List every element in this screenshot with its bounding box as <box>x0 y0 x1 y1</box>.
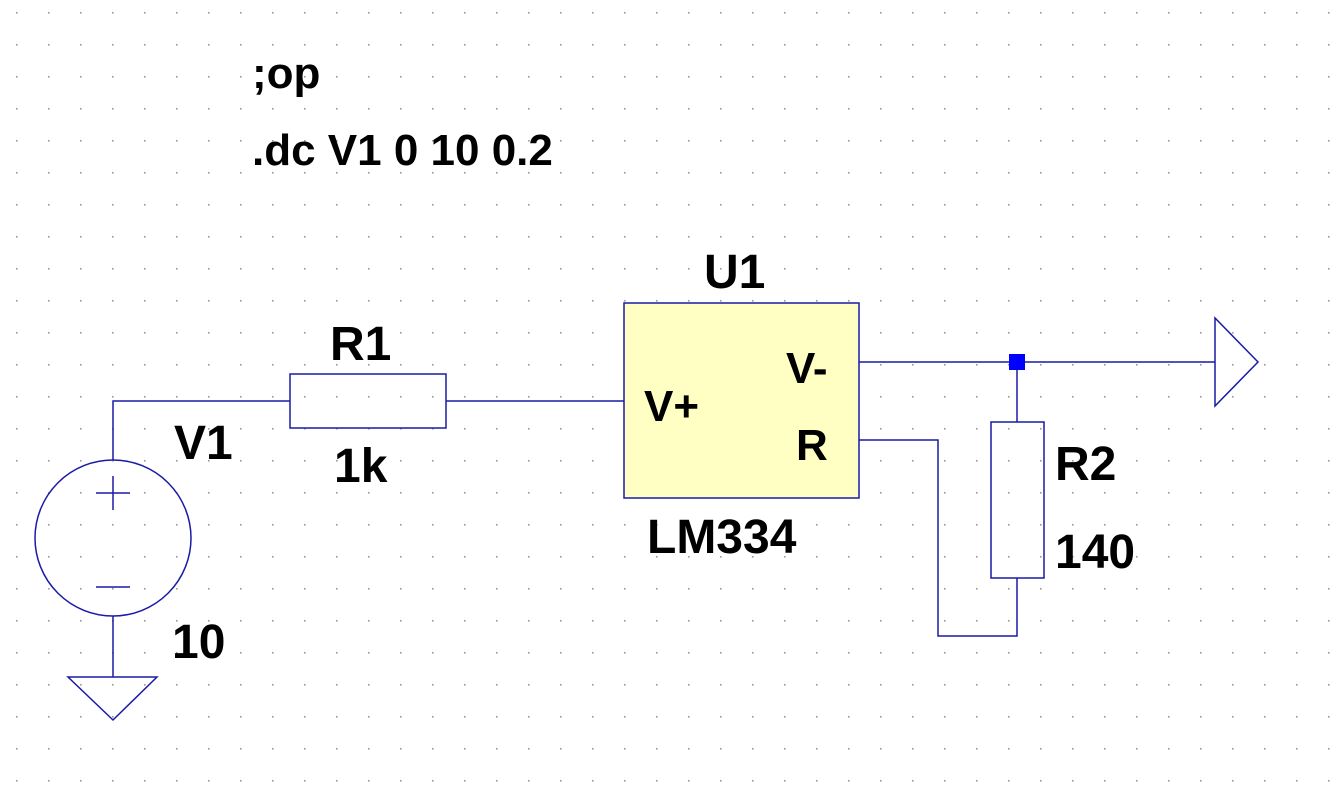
junction-dot <box>1009 354 1025 370</box>
r1-value-label[interactable]: 1k <box>334 440 388 493</box>
directive-op[interactable]: ;op <box>252 49 320 98</box>
r1-resistor[interactable]: R1 1k <box>289 318 447 493</box>
resistor-icon <box>990 421 1045 579</box>
v1-ref-label[interactable]: V1 <box>174 417 233 470</box>
ground-icon[interactable] <box>66 676 159 722</box>
directive-dc[interactable]: .dc V1 0 10 0.2 <box>252 126 553 175</box>
voltage-source-icon <box>34 459 192 617</box>
wires <box>112 361 1215 677</box>
wire-u1-r-r2[interactable] <box>859 439 1018 637</box>
r2-ref-label[interactable]: R2 <box>1055 438 1116 491</box>
r2-value-label[interactable]: 140 <box>1055 526 1135 579</box>
output-flag-icon[interactable] <box>1214 316 1260 408</box>
u1-ref-label[interactable]: U1 <box>704 246 765 299</box>
wire-v1-r1[interactable] <box>112 400 290 460</box>
pin-r-label: R <box>796 421 828 470</box>
v1-voltage-source[interactable]: V1 10 <box>34 417 233 669</box>
resistor-icon <box>289 373 447 429</box>
ic-body <box>623 302 860 499</box>
u1-value-label[interactable]: LM334 <box>647 511 797 564</box>
v1-value-label[interactable]: 10 <box>172 616 225 669</box>
u1-ic[interactable]: U1 LM334 V+ V- R <box>623 246 860 564</box>
pin-vplus-label: V+ <box>644 382 699 431</box>
r2-resistor[interactable]: R2 140 <box>990 421 1135 579</box>
pin-vminus-label: V- <box>786 344 828 393</box>
r1-ref-label[interactable]: R1 <box>330 318 391 371</box>
